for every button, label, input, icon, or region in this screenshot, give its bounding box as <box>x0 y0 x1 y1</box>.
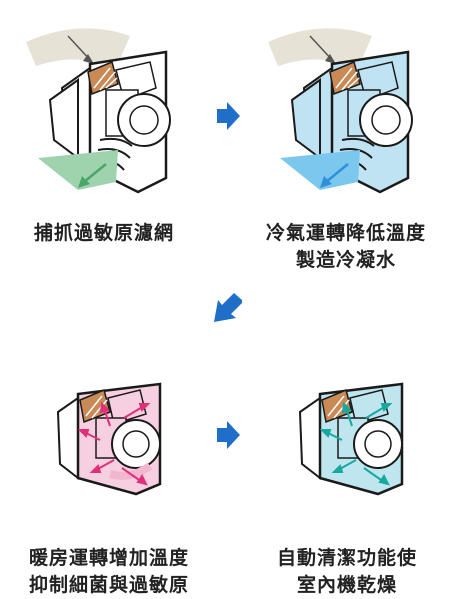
step-2-line-2: 製造冷凝水 <box>295 249 396 271</box>
step-4-line-1: 自動清潔功能使 <box>276 547 417 569</box>
incoming-air-flow <box>26 28 130 69</box>
arrow-right-top <box>215 101 241 131</box>
panel-cooling <box>262 18 432 198</box>
step-3-line-2: 抑制細菌與過敏原 <box>28 574 189 596</box>
outgoing-air-flow <box>38 150 118 190</box>
step-1-caption: 捕抓過敏原濾網 <box>14 220 194 247</box>
step-3-line-1: 暖房運轉增加溫度 <box>28 547 189 569</box>
step-4-line-2: 室內機乾燥 <box>296 574 397 596</box>
arrow-down-left <box>212 292 244 324</box>
panel-filter-capture <box>20 18 190 198</box>
step-3-caption: 暖房運轉增加溫度 抑制細菌與過敏原 <box>4 545 214 599</box>
fan-inner <box>129 105 159 135</box>
arrow-right-bottom <box>215 420 241 450</box>
step-2-caption: 冷氣運轉降低溫度 製造冷凝水 <box>246 220 446 274</box>
panel-heating <box>40 370 170 498</box>
step-2-line-1: 冷氣運轉降低溫度 <box>265 222 426 244</box>
step-4-caption: 自動清潔功能使 室內機乾燥 <box>252 545 442 599</box>
step-1-line-1: 捕抓過敏原濾網 <box>33 222 174 244</box>
panel-auto-clean <box>282 370 412 498</box>
